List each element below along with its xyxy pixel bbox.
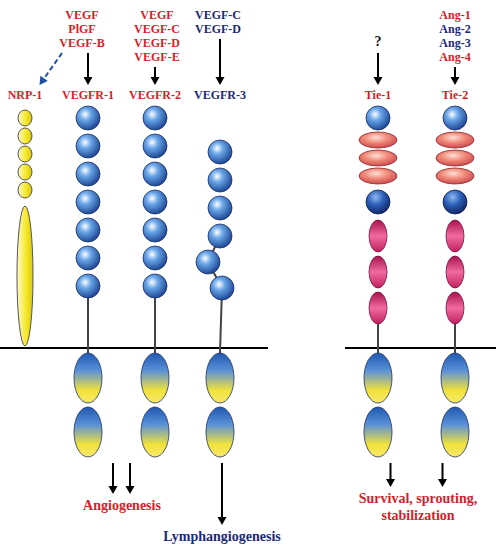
ligand-name: Ang-2 xyxy=(436,22,474,36)
arrow-head xyxy=(126,486,135,494)
arrow-line xyxy=(129,463,131,487)
signal-arrow xyxy=(40,53,63,85)
signal-arrow xyxy=(109,463,118,494)
arrow-head xyxy=(84,77,93,85)
signal-arrow xyxy=(216,39,225,85)
ligand-group: ? xyxy=(372,34,385,50)
arrow-line xyxy=(112,463,114,487)
outcome-label: Survival, sprouting, stabilization xyxy=(338,490,498,524)
arrow-head xyxy=(109,486,118,494)
arrow-head xyxy=(386,479,395,487)
arrow-head xyxy=(451,77,460,85)
arrow-head xyxy=(438,479,447,487)
signal-arrow xyxy=(438,463,447,487)
ligand-group: Ang-1Ang-2Ang-3Ang-4 xyxy=(436,8,474,64)
receptor-label: NRP-1 xyxy=(5,88,46,102)
membrane-line xyxy=(345,347,496,349)
ligand-name: VEGF-D xyxy=(192,22,244,36)
receptor: VEGFR-3 xyxy=(191,88,249,460)
ligand-name: ? xyxy=(372,34,385,50)
ligand-name: VEGF-E xyxy=(131,50,183,64)
arrow-head xyxy=(40,76,48,85)
receptor-label: Tie-1 xyxy=(362,88,395,102)
receptor: NRP-1 xyxy=(5,88,46,350)
signal-arrow xyxy=(374,53,383,85)
arrow-head xyxy=(151,77,160,85)
arrow-line xyxy=(219,39,221,78)
arrow-line xyxy=(87,53,89,78)
ligand-name: VEGF xyxy=(131,8,183,22)
ligand-name: VEGF xyxy=(56,8,108,22)
outcome-label: Lymphangiogenesis xyxy=(160,528,284,545)
arrow-head xyxy=(374,77,383,85)
receptor: VEGFR-2 xyxy=(126,88,184,460)
signal-arrow xyxy=(84,53,93,85)
receptor: Tie-2 xyxy=(439,88,472,460)
outcome-label: Angiogenesis xyxy=(80,497,164,514)
nrp1-receptor xyxy=(17,110,33,346)
arrow-line xyxy=(221,463,223,518)
ligand-group: VEGFVEGF-CVEGF-DVEGF-E xyxy=(131,8,183,64)
ligand-name: Ang-4 xyxy=(436,50,474,64)
ligand-name: VEGF-B xyxy=(56,36,108,50)
arrow-line xyxy=(154,67,156,78)
arrow-line xyxy=(390,463,392,480)
signal-arrow xyxy=(151,67,160,85)
ligand-name: VEGF-D xyxy=(131,36,183,50)
outcome-text: Lymphangiogenesis xyxy=(160,528,284,545)
arrow-head xyxy=(216,77,225,85)
tie1-receptor xyxy=(359,106,397,457)
vegfr3-receptor xyxy=(196,140,234,457)
vegfr1-receptor xyxy=(74,106,102,457)
receptor-label: Tie-2 xyxy=(439,88,472,102)
receptor: Tie-1 xyxy=(362,88,395,460)
receptor-label: VEGFR-2 xyxy=(126,88,184,102)
outcome-text: Angiogenesis xyxy=(80,497,164,514)
signal-arrow xyxy=(451,67,460,85)
signal-arrow xyxy=(386,463,395,487)
ligand-name: PlGF xyxy=(56,22,108,36)
signal-arrow xyxy=(218,463,227,525)
ligand-name: VEGF-C xyxy=(192,8,244,22)
ligand-group: VEGFPlGFVEGF-B xyxy=(56,8,108,50)
arrow-head xyxy=(218,517,227,525)
ligand-name: Ang-1 xyxy=(436,8,474,22)
arrow-line xyxy=(44,53,62,79)
signal-arrow xyxy=(126,463,135,494)
outcome-text: Survival, sprouting, stabilization xyxy=(338,490,498,524)
arrow-line xyxy=(442,463,444,480)
receptor-label: VEGFR-1 xyxy=(59,88,117,102)
receptor: VEGFR-1 xyxy=(59,88,117,460)
receptor-label: VEGFR-3 xyxy=(191,88,249,102)
tie2-receptor xyxy=(436,106,474,457)
vegfr2-receptor xyxy=(141,106,169,457)
arrow-line xyxy=(377,53,379,78)
membrane-line xyxy=(0,347,268,349)
ligand-group: VEGF-CVEGF-D xyxy=(192,8,244,36)
ligand-name: Ang-3 xyxy=(436,36,474,50)
ligand-name: VEGF-C xyxy=(131,22,183,36)
arrow-line xyxy=(454,67,456,78)
